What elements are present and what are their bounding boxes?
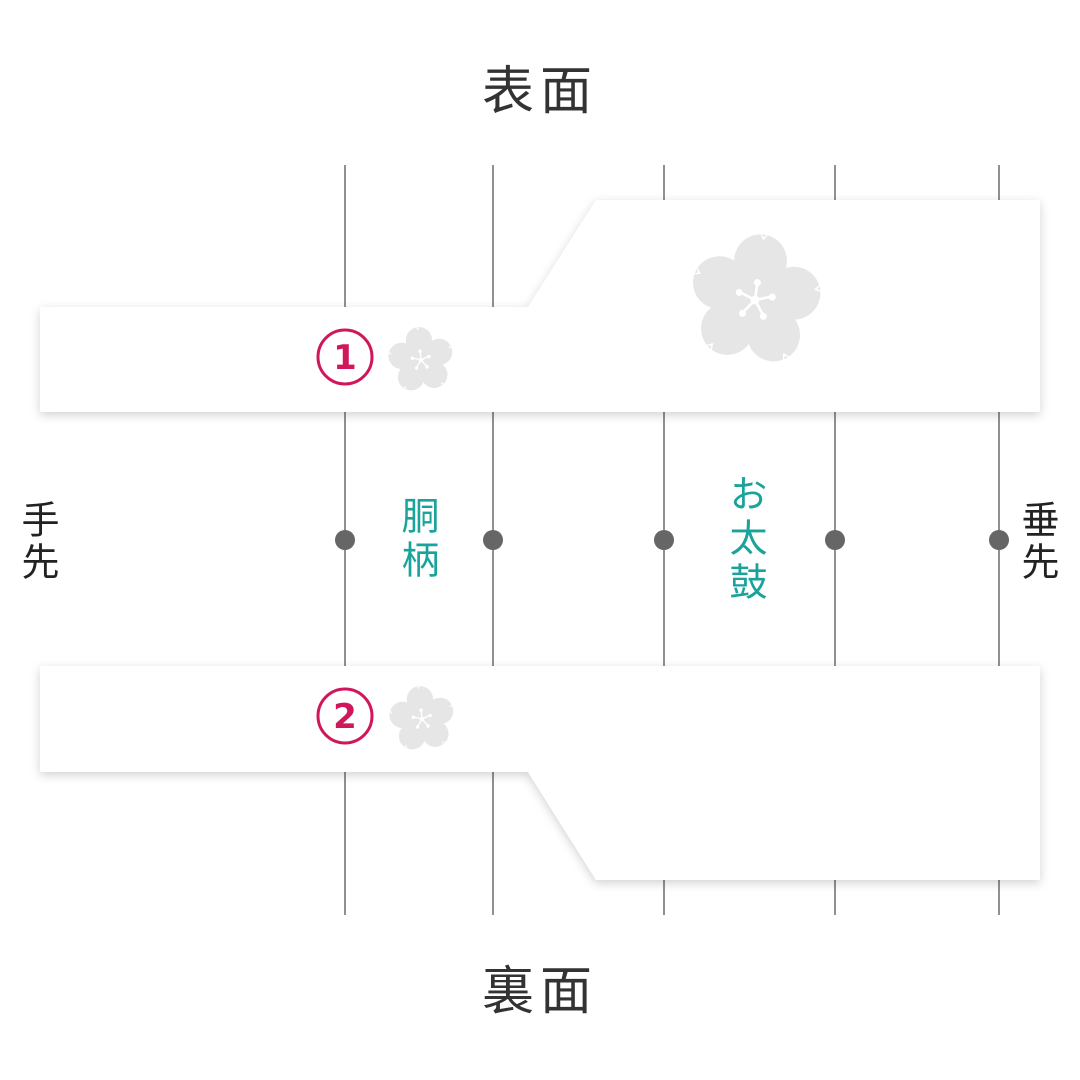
body-pattern-section-label: 胴柄 — [395, 496, 439, 584]
divider-dot — [825, 530, 845, 550]
divider-dot — [654, 530, 674, 550]
otaiko-section-label: お太鼓 — [723, 474, 767, 606]
marker-1-badge: 1 — [316, 328, 374, 386]
marker-2-badge: 2 — [316, 687, 374, 745]
front-side-heading: 表面 — [481, 62, 598, 122]
divider-dot — [335, 530, 355, 550]
back-side-heading: 裏面 — [481, 962, 598, 1022]
marker-1-label: 1 — [333, 338, 357, 378]
back-obi-band — [40, 666, 1040, 880]
taresaki-end-label: 垂先 — [1015, 500, 1059, 584]
marker-2-label: 2 — [333, 697, 357, 737]
divider-dot — [989, 530, 1009, 550]
tesaki-end-label: 手先 — [15, 500, 59, 584]
divider-dots — [335, 530, 1009, 550]
divider-dot — [483, 530, 503, 550]
front-obi-band — [40, 200, 1040, 412]
